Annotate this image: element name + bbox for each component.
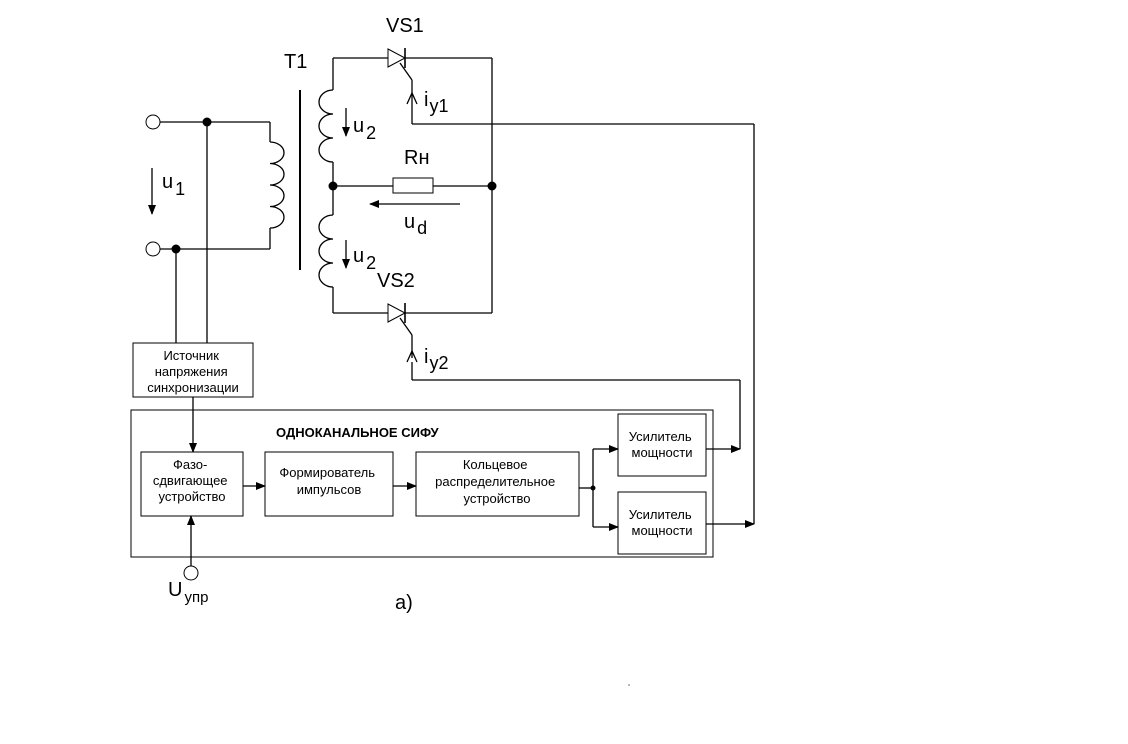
sync-source-label: Источник напряжения синхронизации [147,348,239,395]
junction-dot [487,181,497,191]
speck [628,684,630,686]
secondary-winding-bottom [318,214,334,288]
power-amplifier-1-label: Усилитель мощности [629,429,696,460]
rn-label: Rн [404,147,430,169]
junction-dot [328,181,338,191]
input-terminal-bottom [145,241,161,257]
control-terminal [183,565,199,581]
secondary-winding-top [318,89,334,163]
vs1-label: VS1 [386,15,424,37]
vs2-label: VS2 [377,270,415,292]
iy1-label: iy1 [424,89,448,116]
primary-terminals [145,114,161,257]
ring-distributor-label: Кольцевое распределительное устройство [435,457,559,506]
pulse-former-block [264,451,394,517]
input-terminal-top [145,114,161,130]
power-amplifier-2-block [617,491,707,555]
power-amplifier-2-label: Усилитель мощности [629,507,696,538]
gate-arrow-vs2 [406,349,418,363]
sifu-block [130,409,714,558]
thyristor-vs2 [387,303,413,358]
thyristor-vs1 [387,48,413,104]
pulse-former-label: Формирователь импульсов [279,465,378,497]
iy2-label: iy2 [424,346,448,373]
load-resistor [392,177,434,194]
phase-shifter-block [140,451,244,517]
power-amplifier-1-block [617,413,707,477]
t1-label: T1 [284,51,307,73]
phase-shifter-label: Фазо- сдвигающее устройство [153,457,231,504]
sifu-title: ОДНОКАНАЛЬНОЕ СИФУ [276,425,440,440]
gate-arrow-vs1 [406,91,418,105]
sync-source-block [132,342,254,398]
primary-winding [269,141,285,229]
primary-wires [160,117,271,343]
figure-caption: а) [395,592,413,614]
